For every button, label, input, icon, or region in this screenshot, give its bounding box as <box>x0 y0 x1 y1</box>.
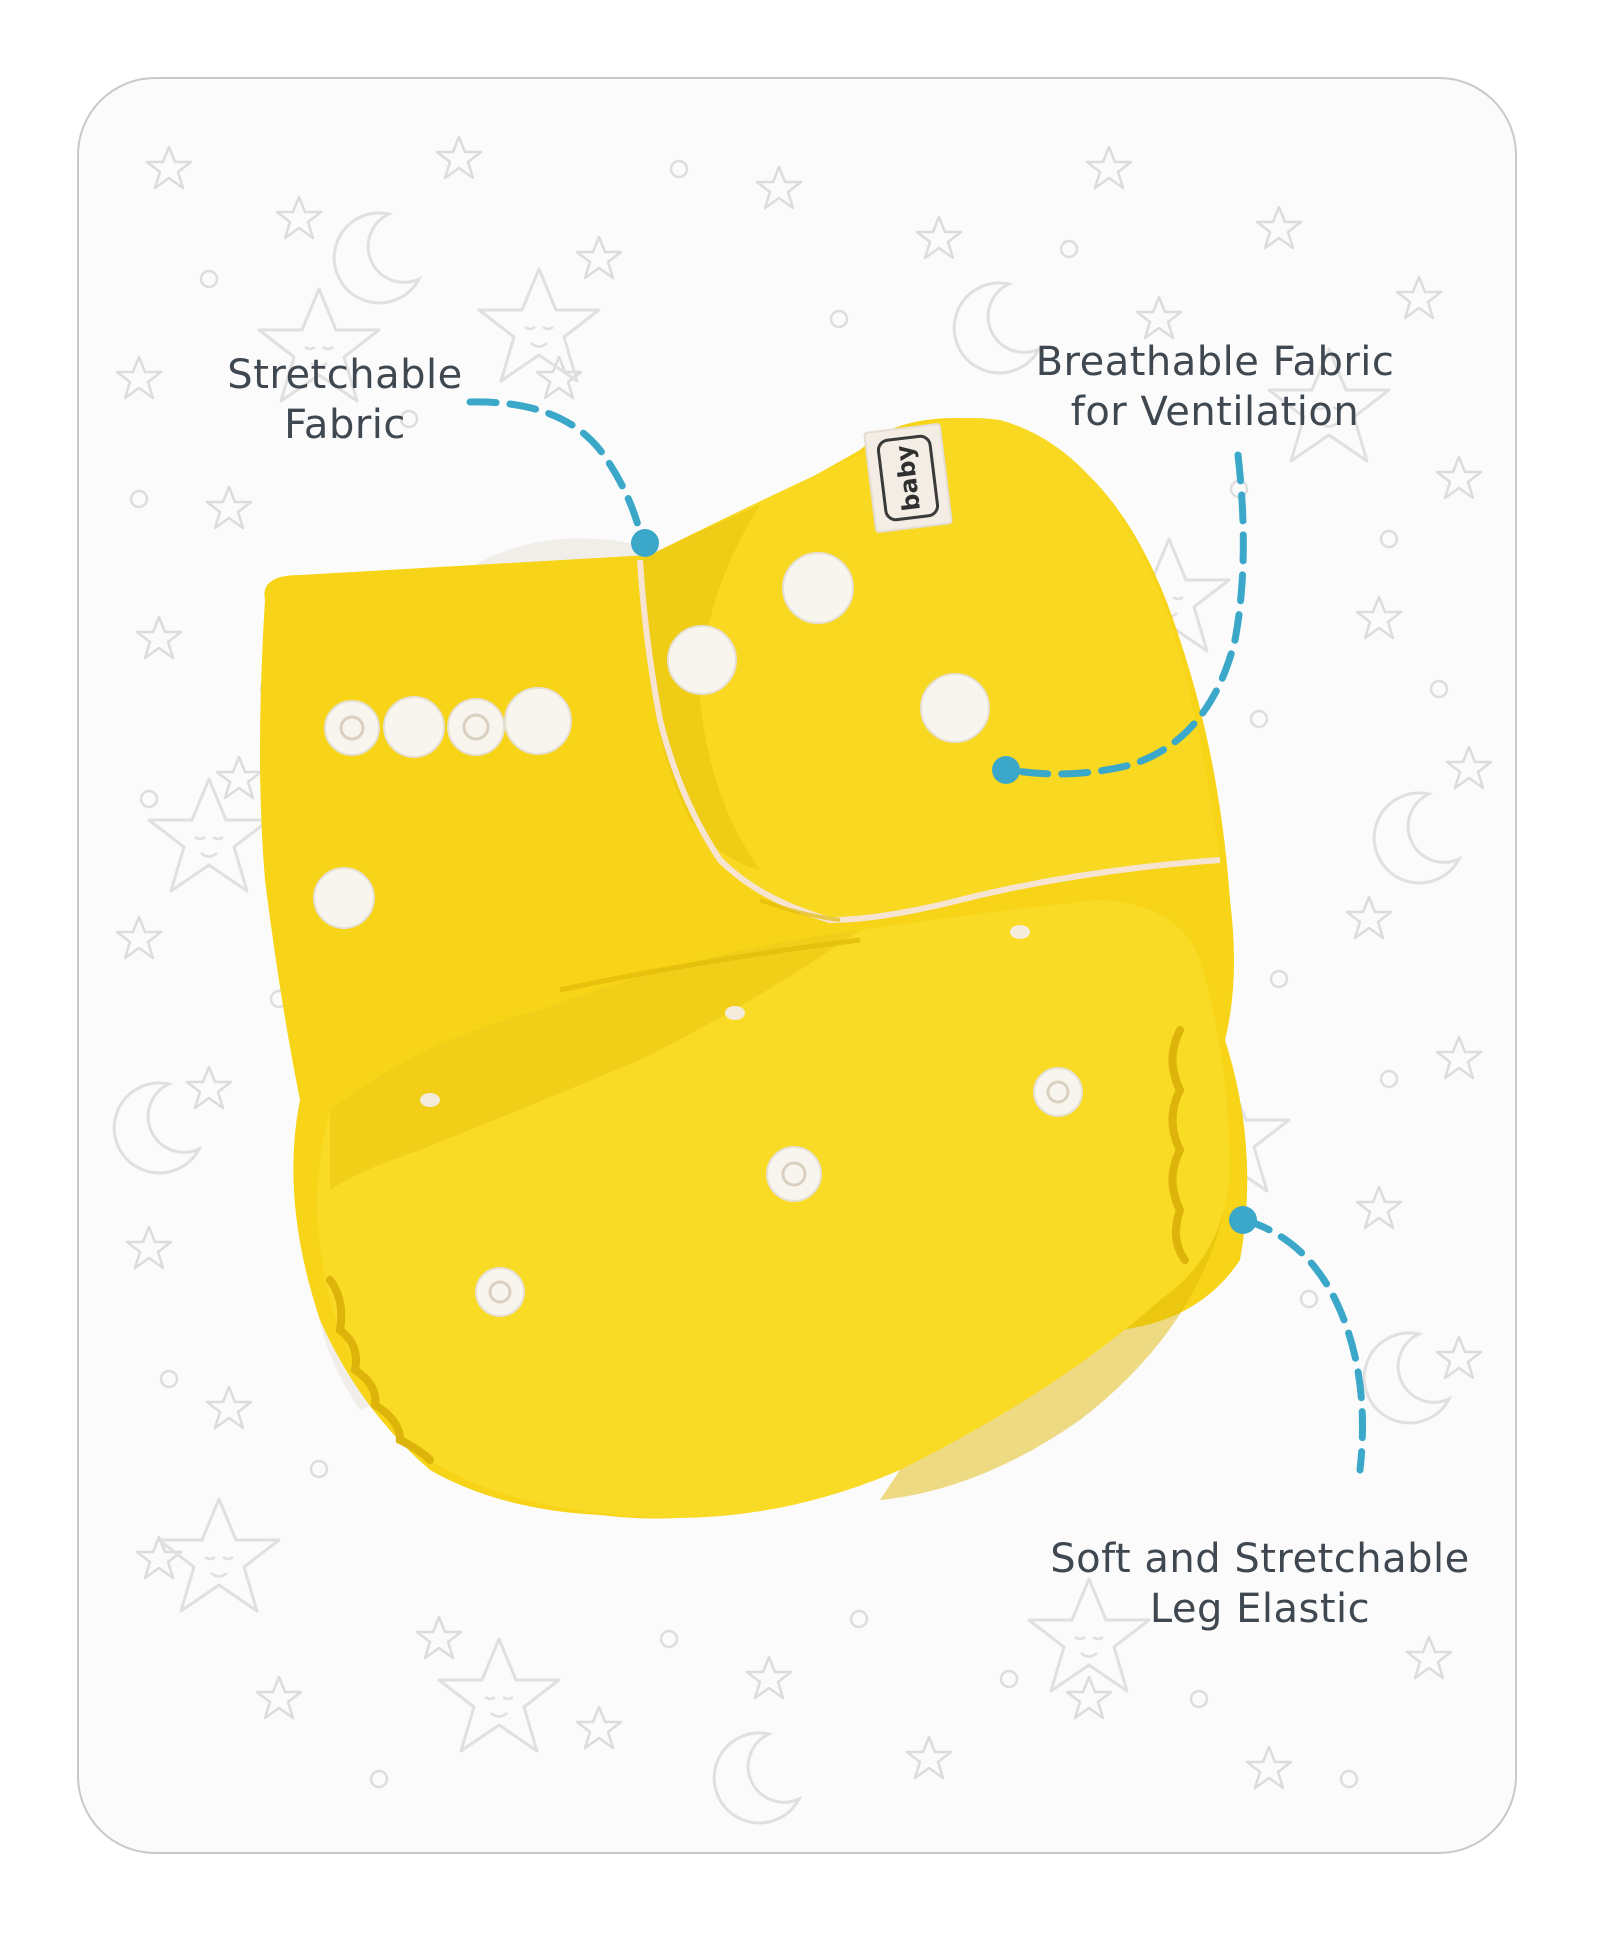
callout-line: Fabric <box>284 402 406 448</box>
callout-line: Stretchable <box>227 352 463 398</box>
callout-line: for Ventilation <box>1070 389 1360 435</box>
callout-leg-elastic: Soft and Stretchable Leg Elastic <box>1050 1534 1470 1634</box>
callout-line: Soft and Stretchable <box>1050 1536 1470 1582</box>
brand-tag: baby <box>863 423 953 533</box>
callout-breathable-fabric: Breathable Fabric for Ventilation <box>1030 337 1400 437</box>
callout-line: Breathable Fabric <box>1035 339 1395 385</box>
callout-stretchable-fabric: Stretchable Fabric <box>220 350 470 450</box>
callout-line: Leg Elastic <box>1149 1586 1371 1632</box>
